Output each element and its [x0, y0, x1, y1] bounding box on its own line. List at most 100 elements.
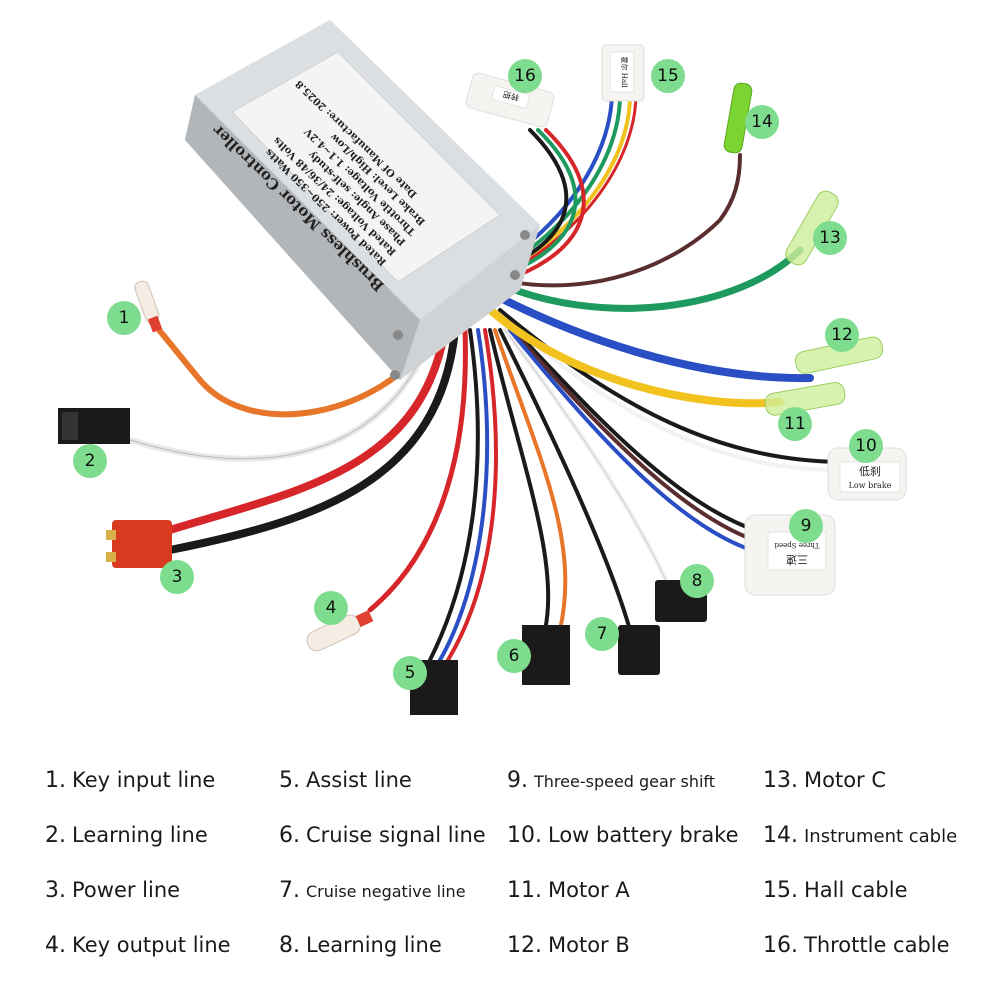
connector-hall: 霍尔 Hall [601, 44, 645, 102]
wire-cruise-negative [498, 328, 632, 632]
badge-4: 4 [314, 591, 348, 625]
wire-learning-outline [129, 339, 431, 460]
legend-num: 14. [763, 823, 798, 848]
badge-8: 8 [680, 564, 714, 598]
badge-1: 1 [107, 301, 141, 335]
legend-num: 11. [507, 878, 542, 903]
controller-body: Brushless Motor Controller Rated Power: … [185, 20, 540, 380]
legend-num: 8. [279, 933, 300, 958]
legend-num: 16. [763, 933, 798, 958]
badge-10: 10 [849, 429, 883, 463]
legend-item-14: 14. Instrument cable [763, 823, 957, 848]
connector-throttle: 转把 [465, 72, 555, 128]
legend-text: Assist line [306, 768, 412, 792]
hall-label: 霍尔 Hall [620, 57, 629, 89]
legend-text: Instrument cable [804, 826, 958, 847]
connector-power-t-plug [106, 520, 172, 568]
legend-num: 1. [45, 768, 66, 793]
wire-cruise-signal-orange [493, 328, 568, 632]
low-brake-label-en: Low brake [849, 481, 892, 490]
legend-text: Cruise negative line [306, 882, 466, 901]
three-speed-label-cn: 三速 [786, 553, 808, 566]
legend-num: 13. [763, 768, 798, 793]
badge-12: 12 [825, 318, 859, 352]
legend-text: Motor A [548, 878, 630, 902]
wire-key-input [147, 317, 443, 418]
wire-cruise-signal-black [488, 328, 551, 632]
wire-assist-red [446, 328, 498, 662]
legend-item-4: 4.Key output line [45, 933, 231, 958]
controller-wiring-diagram: Brushless Motor Controller Rated Power: … [58, 20, 907, 715]
legend-text: Low battery brake [548, 823, 739, 847]
legend-num: 10. [507, 823, 542, 848]
wire-hall-red [500, 93, 638, 278]
wire-instrument [498, 153, 742, 288]
wire-key-output [367, 327, 468, 613]
legend-text: Motor B [548, 933, 630, 957]
three-speed-label-en: Three Speed [774, 541, 820, 549]
badge-15: 15 [651, 59, 685, 93]
badge-6: 6 [497, 639, 531, 673]
wire-learning-2-outline [504, 329, 671, 591]
legend-item-6: 6.Cruise signal line [279, 823, 486, 848]
legend-item-11: 11.Motor A [507, 878, 630, 903]
connector-key-output [306, 610, 374, 652]
wire-power-red [166, 326, 449, 534]
legend-item-3: 3.Power line [45, 878, 180, 903]
legend-text: Cruise signal line [306, 823, 486, 847]
legend-item-15: 15.Hall cable [763, 878, 908, 903]
legend-text: Power line [72, 878, 181, 902]
legend-num: 6. [279, 823, 300, 848]
legend-num: 12. [507, 933, 542, 958]
wire-motor-c [486, 246, 804, 312]
legend-text: Key output line [72, 933, 231, 957]
connector-key-input [134, 280, 163, 333]
legend-item-1: 1.Key input line [45, 768, 215, 793]
badge-11: 11 [778, 407, 812, 441]
legend-item-5: 5.Assist line [279, 768, 412, 793]
legend-num: 4. [45, 933, 66, 958]
legend-num: 9. [507, 768, 528, 793]
badge-13: 13 [813, 221, 847, 255]
wire-assist-black [428, 328, 480, 662]
badge-5: 5 [393, 656, 427, 690]
wire-three-speed-brown [506, 323, 772, 547]
badge-3: 3 [160, 560, 194, 594]
legend-item-7: 7. Cruise negative line [279, 878, 466, 903]
legend-item-8: 8.Learning line [279, 933, 442, 958]
legend-item-2: 2.Learning line [45, 823, 208, 848]
legend-item-16: 16.Throttle cable [763, 933, 950, 958]
throttle-label: 转把 [502, 89, 520, 103]
wire-power-black [166, 326, 459, 554]
legend-num: 5. [279, 768, 300, 793]
badge-9: 9 [789, 509, 823, 543]
connectors: Three Speed 三速 低刹 Low brake 霍尔 Hall [58, 44, 907, 715]
legend-text: Three-speed gear shift [534, 772, 716, 791]
legend-text: Hall cable [804, 878, 908, 902]
legend-num: 3. [45, 878, 66, 903]
connector-low-brake: 低刹 Low brake [827, 447, 907, 501]
legend-item-9: 9. Three-speed gear shift [507, 768, 715, 793]
legend-text: Key input line [72, 768, 216, 792]
legend-num: 15. [763, 878, 798, 903]
badge-14: 14 [745, 105, 779, 139]
legend-text: Throttle cable [804, 933, 950, 957]
connector-cruise-negative [618, 625, 660, 675]
legend-item-10: 10.Low battery brake [507, 823, 739, 848]
wire-motor-a [476, 296, 784, 408]
legend-num: 7. [279, 878, 300, 903]
legend-text: Learning line [72, 823, 208, 847]
connector-motor-a [764, 382, 846, 416]
badge-7: 7 [585, 617, 619, 651]
legend-num: 2. [45, 823, 66, 848]
legend-text: Motor C [804, 768, 887, 792]
legend-text: Learning line [306, 933, 442, 957]
wire-three-speed-blue [508, 328, 772, 557]
legend-item-12: 12.Motor B [507, 933, 630, 958]
wire-motor-b [481, 286, 814, 383]
wire-legend: 1.Key input line 2.Learning line 3.Power… [0, 755, 1000, 985]
low-brake-label-cn: 低刹 [859, 465, 881, 478]
badge-16: 16 [508, 59, 542, 93]
legend-item-13: 13.Motor C [763, 768, 886, 793]
wire-assist-blue [438, 328, 490, 662]
